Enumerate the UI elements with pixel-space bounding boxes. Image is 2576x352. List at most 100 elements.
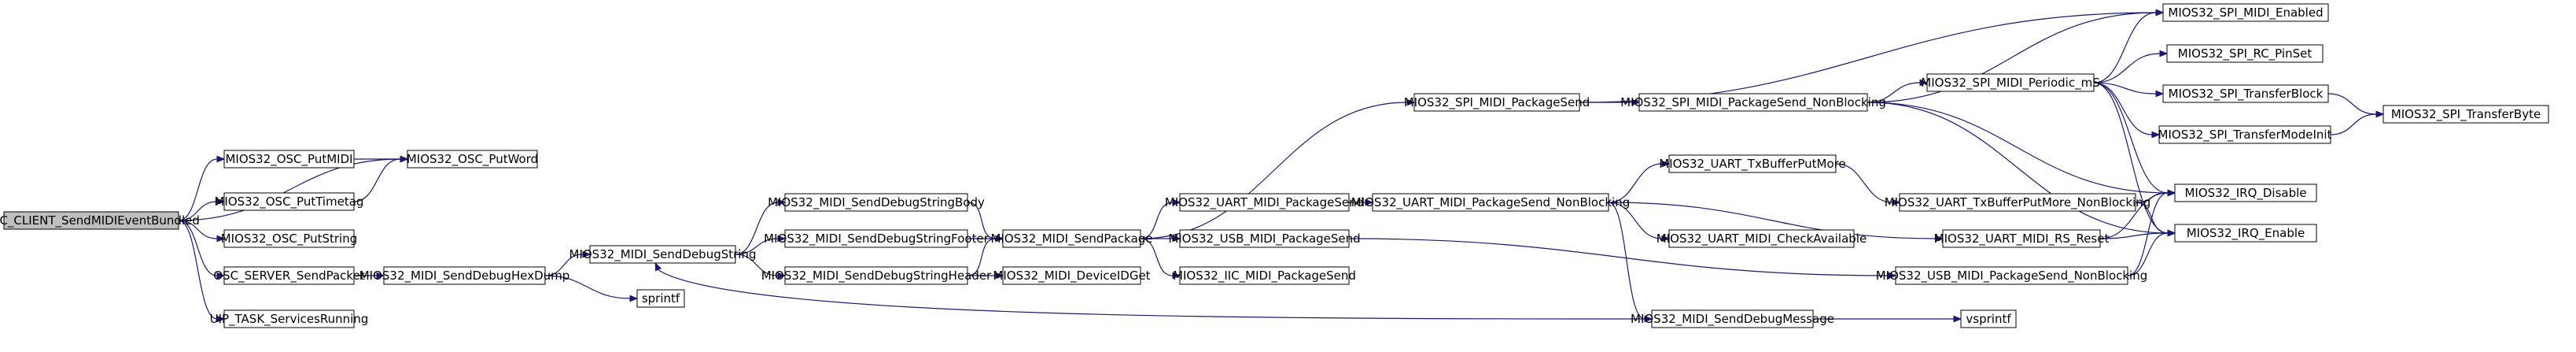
edge-line xyxy=(1867,102,2169,194)
arrowhead xyxy=(629,295,639,302)
edge-line xyxy=(2099,192,2169,239)
arrowhead xyxy=(1172,235,1181,243)
edge-line xyxy=(178,220,218,320)
node-label: MIOS32_UART_TxBufferPutMore xyxy=(1659,157,1845,172)
node-mios32-midi-senddebugstring[interactable]: MIOS32_MIDI_SendDebugString xyxy=(569,245,757,264)
node-mios32-uart-midi-packagesend[interactable]: MIOS32_UART_MIDI_PackageSend xyxy=(1165,193,1364,212)
edge-mios32-spi-midi-periodic-ms-to-mios32-spi-midi-enabled xyxy=(2093,9,2165,83)
node-box xyxy=(1002,229,1141,248)
node-mios32-midi-senddebugstringfooter[interactable]: MIOS32_MIDI_SendDebugStringFooter xyxy=(764,229,989,248)
edge-mios32-spi-transfermodeinit-to-mios32-spi-transferbyte xyxy=(2330,110,2385,135)
edge-line xyxy=(967,202,997,239)
node-mios32-spi-midi-packagesend[interactable]: MIOS32_SPI_MIDI_PackageSend xyxy=(1404,93,1590,112)
node-mios32-uart-txbufferputmore-nonblocking[interactable]: MIOS32_UART_TxBufferPutMore_NonBlocking xyxy=(1885,193,2151,212)
edges-layer xyxy=(178,9,2385,323)
edge-mios32-uart-midi-rs-reset-to-mios32-irq-enable xyxy=(2099,229,2176,239)
edge-line xyxy=(178,220,218,276)
node-uip-task-servicesrunning[interactable]: UIP_TASK_ServicesRunning xyxy=(210,309,369,328)
node-label: MIOS32_OSC_PutTimetag xyxy=(214,195,363,209)
edge-mios32-usb-midi-packagesend-to-mios32-usb-midi-packagesend-nonblocking xyxy=(1348,238,1897,280)
node-mios32-uart-midi-checkavailable[interactable]: MIOS32_UART_MIDI_CheckAvailable xyxy=(1657,229,1867,248)
node-mios32-irq-enable[interactable]: MIOS32_IRQ_Enable xyxy=(2174,224,2317,243)
arrowhead xyxy=(995,235,1004,243)
node-mios32-midi-senddebugmessage[interactable]: MIOS32_MIDI_SendDebugMessage xyxy=(1631,309,1834,328)
node-mios32-osc-putstring[interactable]: MIOS32_OSC_PutString xyxy=(221,229,358,248)
edge-line xyxy=(1867,102,2169,234)
edge-osc-server-sendpacket-to-mios32-midi-senddebughexdump xyxy=(354,272,385,280)
node-mios32-spi-transfermodeinit[interactable]: MIOS32_SPI_TransferModeInit xyxy=(2158,125,2332,144)
node-mios32-spi-midi-enabled[interactable]: MIOS32_SPI_MIDI_Enabled xyxy=(2162,3,2329,22)
node-mios32-spi-transferbyte[interactable]: MIOS32_SPI_TransferByte xyxy=(2383,105,2549,124)
node-label: MIOS32_SPI_MIDI_PackageSend xyxy=(1404,95,1590,110)
edge-mios32-midi-senddebughexdump-to-sprintf xyxy=(544,275,639,302)
node-label: MIOS32_USB_MIDI_PackageSend xyxy=(1168,232,1360,246)
arrowhead xyxy=(1919,79,1929,87)
edge-line xyxy=(1867,82,1921,103)
arrowhead xyxy=(1406,98,1416,106)
node-box xyxy=(223,229,355,248)
node-label: MIOS32_USB_MIDI_PackageSend_NonBlocking xyxy=(1876,269,2148,283)
node-osc-client-sendmidieventbundled[interactable]: OSC_CLIENT_SendMIDIEventBundled xyxy=(0,211,200,230)
node-box xyxy=(223,309,355,328)
node-label: MIOS32_IRQ_Disable xyxy=(2184,186,2306,201)
node-label: MIOS32_UART_MIDI_RS_Reset xyxy=(1934,232,2110,246)
edge-mios32-spi-midi-periodic-ms-to-mios32-spi-transfermodeinit xyxy=(2093,82,2161,139)
node-box xyxy=(2162,3,2329,22)
node-box xyxy=(2383,105,2549,124)
arrowhead xyxy=(1953,315,1962,323)
edge-line xyxy=(178,158,401,221)
node-mios32-midi-senddebugstringheader[interactable]: MIOS32_MIDI_SendDebugStringHeader xyxy=(761,266,992,285)
edge-line xyxy=(967,238,997,276)
arrowhead xyxy=(376,272,385,280)
node-sprintf[interactable]: sprintf xyxy=(636,289,685,308)
node-box xyxy=(1942,229,2101,248)
edge-osc-client-sendmidieventbundled-to-mios32-osc-puttimetag xyxy=(178,198,226,221)
node-label: MIOS32_OSC_PutWord xyxy=(407,152,538,167)
edge-line xyxy=(1608,202,1645,320)
node-mios32-spi-transferblock[interactable]: MIOS32_SPI_TransferBlock xyxy=(2162,84,2329,103)
edge-mios32-midi-senddebugstring-to-mios32-midi-senddebugstringfooter xyxy=(735,235,787,255)
arrowhead xyxy=(1888,272,1897,280)
edge-mios32-midi-sendpackage-to-mios32-iic-midi-packagesend xyxy=(1140,238,1181,280)
node-mios32-uart-midi-rs-reset[interactable]: MIOS32_UART_MIDI_RS_Reset xyxy=(1934,229,2110,248)
node-mios32-spi-rc-pinset[interactable]: MIOS32_SPI_RC_PinSet xyxy=(2166,44,2324,63)
edge-line xyxy=(1140,202,1174,239)
edge-line xyxy=(1140,102,1408,239)
edge-osc-client-sendmidieventbundled-to-uip-task-servicesrunning xyxy=(178,220,226,323)
node-mios32-irq-disable[interactable]: MIOS32_IRQ_Disable xyxy=(2174,183,2317,202)
node-mios32-midi-deviceidget[interactable]: MIOS32_MIDI_DeviceIDGet xyxy=(993,266,1151,285)
node-mios32-uart-txbufferputmore[interactable]: MIOS32_UART_TxBufferPutMore xyxy=(1659,154,1846,173)
edge-line xyxy=(2330,113,2377,135)
node-mios32-usb-midi-packagesend[interactable]: MIOS32_USB_MIDI_PackageSend xyxy=(1168,229,1361,248)
edge-line xyxy=(735,254,779,276)
node-box xyxy=(223,192,355,211)
edge-line xyxy=(178,158,218,221)
arrowhead xyxy=(216,198,226,206)
edge-line xyxy=(1608,163,1663,203)
edge-line xyxy=(1835,163,1893,203)
node-box xyxy=(1372,193,1609,212)
node-mios32-osc-putmidi[interactable]: MIOS32_OSC_PutMIDI xyxy=(223,150,355,169)
node-label: MIOS32_UART_TxBufferPutMore_NonBlocking xyxy=(1885,195,2151,210)
node-box xyxy=(589,245,736,264)
node-mios32-midi-senddebughexdump[interactable]: MIOS32_MIDI_SendDebugHexDump xyxy=(359,266,570,285)
arrowhead xyxy=(2167,189,2176,197)
node-osc-server-sendpacket[interactable]: OSC_SERVER_SendPacket xyxy=(213,266,365,285)
node-mios32-uart-midi-packagesend-nonblocking[interactable]: MIOS32_UART_MIDI_PackageSend_NonBlocking xyxy=(1351,193,1630,212)
node-mios32-osc-puttimetag[interactable]: MIOS32_OSC_PutTimetag xyxy=(214,192,364,211)
node-mios32-spi-midi-packagesend-nonblocking[interactable]: MIOS32_SPI_MIDI_PackageSend_NonBlocking xyxy=(1620,93,1886,112)
arrowhead xyxy=(1892,198,1901,206)
nodes-layer: OSC_CLIENT_SendMIDIEventBundledMIOS32_OS… xyxy=(0,3,2549,328)
node-mios32-osc-putword[interactable]: MIOS32_OSC_PutWord xyxy=(407,150,538,169)
node-mios32-iic-midi-packagesend[interactable]: MIOS32_IIC_MIDI_PackageSend xyxy=(1173,266,1356,285)
node-mios32-spi-midi-periodic-ms[interactable]: MIOS32_SPI_MIDI_Periodic_mS xyxy=(1921,73,2100,92)
node-mios32-midi-senddebugstringbody[interactable]: MIOS32_MIDI_SendDebugStringBody xyxy=(768,193,985,212)
node-label: MIOS32_MIDI_SendDebugMessage xyxy=(1631,312,1834,327)
node-mios32-midi-sendpackage[interactable]: MIOS32_MIDI_SendPackage xyxy=(990,229,1153,248)
edge-mios32-usb-midi-packagesend-nonblocking-to-mios32-irq-disable xyxy=(2127,189,2176,276)
node-mios32-usb-midi-packagesend-nonblocking[interactable]: MIOS32_USB_MIDI_PackageSend_NonBlocking xyxy=(1876,266,2148,285)
node-box xyxy=(784,266,968,285)
edge-line xyxy=(1608,202,1937,239)
node-vsprintf[interactable]: vsprintf xyxy=(1960,309,2017,328)
